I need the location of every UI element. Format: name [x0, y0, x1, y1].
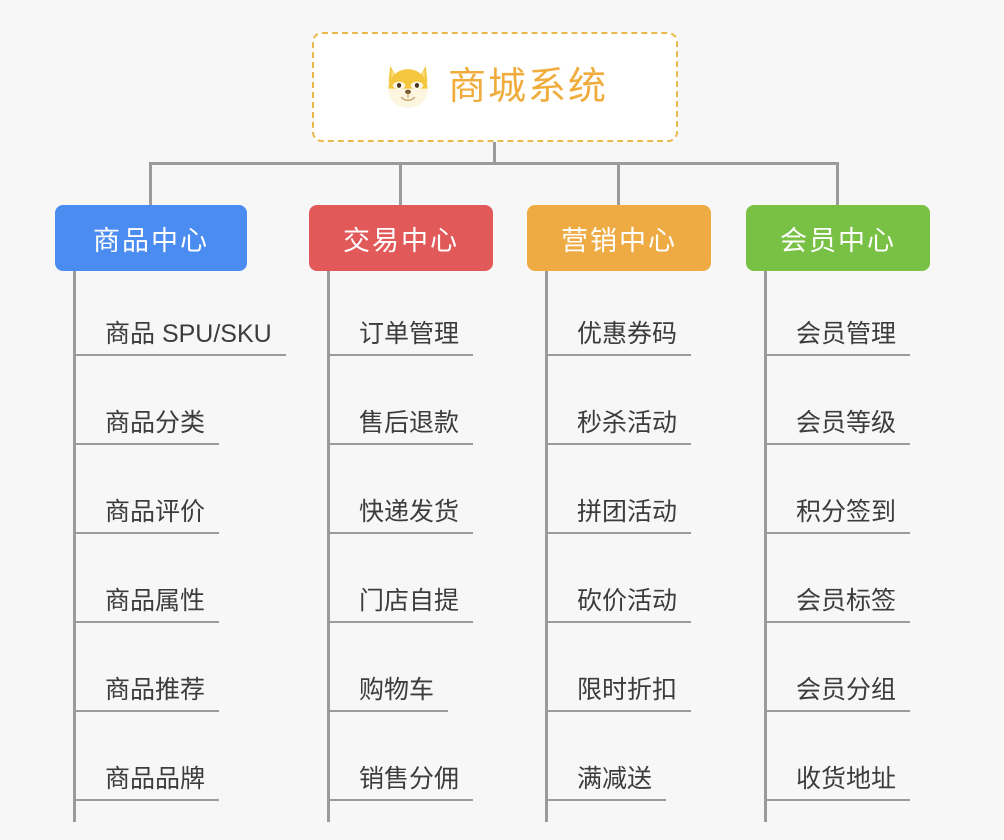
leaf-label: 商品推荐: [73, 676, 220, 712]
leaf-label: 会员分组: [764, 676, 911, 712]
branch-drop-connector-1: [149, 162, 152, 207]
leaf-list: 优惠券码 秒杀活动 拼团活动 砍价活动 限时折扣 满减送: [545, 271, 692, 805]
leaf-label: 限时折扣: [545, 676, 692, 712]
branch-column-product-center: 商品中心 商品 SPU/SKU 商品分类 商品评价 商品属性 商品推荐 商品品牌: [55, 205, 286, 822]
list-item[interactable]: 商品评价: [73, 449, 286, 538]
branch-spine: [327, 271, 330, 822]
leaf-list: 会员管理 会员等级 积分签到 会员标签 会员分组 收货地址: [764, 271, 911, 805]
list-item[interactable]: 优惠券码: [545, 271, 692, 360]
list-item[interactable]: 满减送: [545, 716, 691, 805]
leaf-label: 门店自提: [327, 587, 474, 623]
leaf-label: 拼团活动: [545, 498, 692, 534]
branch-spine: [73, 271, 76, 822]
branch-column-member-center: 会员中心 会员管理 会员等级 积分签到 会员标签 会员分组 收货地址: [746, 205, 930, 822]
leaf-label: 积分签到: [764, 498, 911, 534]
list-item[interactable]: 商品品牌: [73, 716, 286, 805]
branch-header-marketing-center[interactable]: 营销中心: [527, 205, 711, 271]
list-item[interactable]: 快递发货: [327, 449, 474, 538]
list-item[interactable]: 商品分类: [73, 360, 286, 449]
branch-header-label: 营销中心: [561, 225, 677, 256]
leaf-label: 商品品牌: [73, 765, 220, 801]
leaf-label: 优惠券码: [545, 320, 692, 356]
leaf-label: 商品评价: [73, 498, 220, 534]
list-item[interactable]: 限时折扣: [545, 627, 692, 716]
branch-header-product-center[interactable]: 商品中心: [55, 205, 247, 271]
list-item[interactable]: 砍价活动: [545, 538, 692, 627]
branch-drop-connector-3: [617, 162, 620, 207]
list-item[interactable]: 秒杀活动: [545, 360, 692, 449]
leaf-label: 会员管理: [764, 320, 911, 356]
branch-header-member-center[interactable]: 会员中心: [746, 205, 930, 271]
leaf-label: 购物车: [327, 676, 449, 712]
leaf-label: 商品属性: [73, 587, 220, 623]
branch-spine: [545, 271, 548, 822]
leaf-label: 销售分佣: [327, 765, 474, 801]
list-item[interactable]: 订单管理: [327, 271, 474, 360]
branch-header-label: 会员中心: [780, 225, 896, 256]
root-title: 商城系统: [447, 66, 608, 108]
list-item[interactable]: 商品推荐: [73, 627, 286, 716]
branch-header-label: 商品中心: [93, 225, 209, 256]
leaf-label: 商品 SPU/SKU: [73, 320, 286, 356]
branch-spine: [764, 271, 767, 822]
leaf-label: 会员标签: [764, 587, 911, 623]
list-item[interactable]: 商品 SPU/SKU: [73, 271, 286, 360]
list-item[interactable]: 门店自提: [327, 538, 474, 627]
branch-column-marketing-center: 营销中心 优惠券码 秒杀活动 拼团活动 砍价活动 限时折扣 满减送: [527, 205, 711, 822]
leaf-label: 秒杀活动: [545, 409, 692, 445]
leaf-label: 满减送: [545, 765, 667, 801]
leaf-label: 商品分类: [73, 409, 220, 445]
root-node[interactable]: 商城系统: [312, 32, 678, 142]
list-item[interactable]: 售后退款: [327, 360, 474, 449]
root-stem-connector: [493, 142, 496, 164]
list-item[interactable]: 销售分佣: [327, 716, 474, 805]
branch-drop-connector-4: [836, 162, 839, 207]
list-item[interactable]: 购物车: [327, 627, 473, 716]
leaf-label: 售后退款: [327, 409, 474, 445]
leaf-label: 会员等级: [764, 409, 911, 445]
list-item[interactable]: 会员管理: [764, 271, 911, 360]
branch-header-trade-center[interactable]: 交易中心: [309, 205, 493, 271]
branch-column-trade-center: 交易中心 订单管理 售后退款 快递发货 门店自提 购物车 销售分佣: [309, 205, 493, 822]
leaf-label: 快递发货: [327, 498, 474, 534]
list-item[interactable]: 商品属性: [73, 538, 286, 627]
leaf-list: 订单管理 售后退款 快递发货 门店自提 购物车 销售分佣: [327, 271, 474, 805]
branch-bus-connector: [149, 162, 839, 165]
list-item[interactable]: 会员分组: [764, 627, 911, 716]
branch-header-label: 交易中心: [343, 225, 459, 256]
leaf-label: 收货地址: [764, 765, 911, 801]
list-item[interactable]: 收货地址: [764, 716, 911, 805]
leaf-label: 砍价活动: [545, 587, 692, 623]
list-item[interactable]: 拼团活动: [545, 449, 692, 538]
shiba-dog-face-icon: [388, 65, 428, 108]
branch-drop-connector-2: [399, 162, 402, 207]
leaf-list: 商品 SPU/SKU 商品分类 商品评价 商品属性 商品推荐 商品品牌: [73, 271, 286, 805]
list-item[interactable]: 会员等级: [764, 360, 911, 449]
leaf-label: 订单管理: [327, 320, 474, 356]
list-item[interactable]: 会员标签: [764, 538, 911, 627]
list-item[interactable]: 积分签到: [764, 449, 911, 538]
